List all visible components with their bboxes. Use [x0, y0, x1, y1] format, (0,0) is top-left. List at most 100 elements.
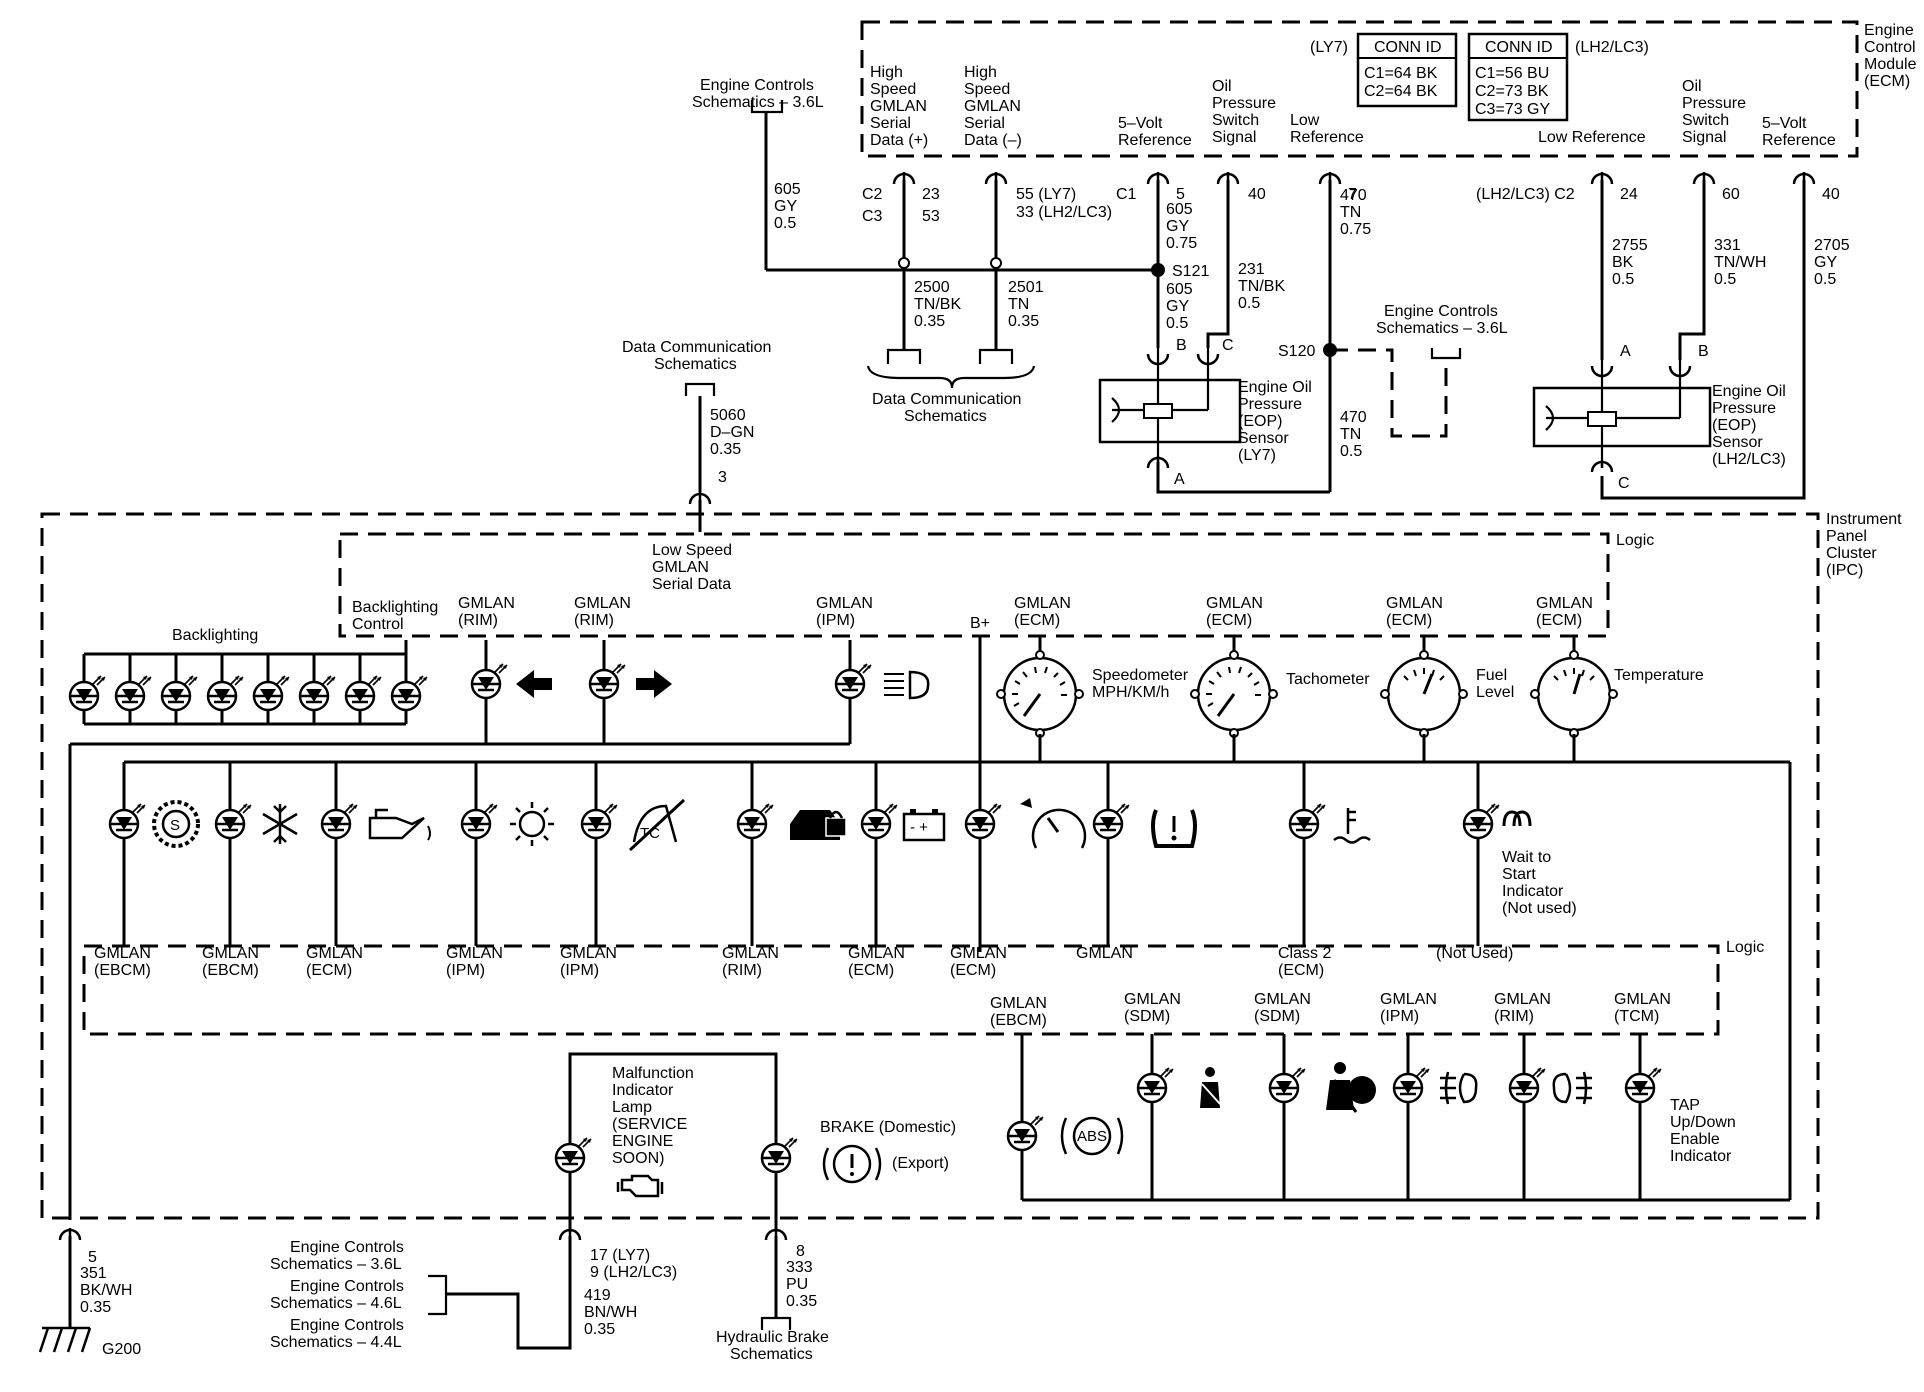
- ecm-title-4: (ECM): [1864, 73, 1910, 90]
- logic-label-1: Logic: [1616, 532, 1654, 549]
- fuel-label-2: Level: [1476, 684, 1514, 701]
- eop-lh2-label-2: Pressure: [1712, 400, 1776, 417]
- wire-2500-1: 2500: [914, 279, 950, 296]
- oil-sig-l-4: Signal: [1212, 129, 1256, 146]
- seatbelt-icon: [1200, 1067, 1221, 1108]
- row3-labels: GMLAN (EBCM) GMLAN (SDM) GMLAN (SDM) GML…: [990, 991, 1671, 1029]
- bl-control-1: Backlighting: [352, 599, 438, 616]
- row2-10a: (Not Used): [1436, 945, 1513, 962]
- wait-start-4: (Not used): [1502, 900, 1577, 917]
- wire-605-top-2: GY: [774, 198, 797, 215]
- row2-labels: GMLAN (EBCM) GMLAN (EBCM) GMLAN (ECM) GM…: [94, 945, 1513, 979]
- middle-indicators: S TC - + Wait to Start Indicator (Not: [108, 762, 1577, 946]
- wire-605-low-3: 0.5: [1166, 315, 1188, 332]
- ecm-title-2: Control: [1864, 39, 1916, 56]
- mil-label-5: ENGINE: [612, 1133, 673, 1150]
- wait-start-1: Wait to: [1502, 849, 1551, 866]
- row3-1b: (SDM): [1124, 1008, 1170, 1025]
- low-speed-1: Low Speed: [652, 542, 732, 559]
- hs-plus-3: GMLAN: [870, 98, 927, 115]
- pin-60: 60: [1722, 186, 1740, 203]
- gmlan-ipm-1: GMLAN: [816, 595, 873, 612]
- eop-lh2-label-5: (LH2/LC3): [1712, 451, 1786, 468]
- wire-2755-2: BK: [1612, 254, 1634, 271]
- tap-label-2: Up/Down: [1670, 1114, 1736, 1131]
- wire-470a-3: 0.75: [1340, 221, 1371, 238]
- oil-sig-l-3: Switch: [1212, 112, 1259, 129]
- wait-start-3: Indicator: [1502, 883, 1564, 900]
- gmlan-ecm4-1: GMLAN: [1536, 595, 1593, 612]
- ipc-pin-8: 8: [796, 1243, 805, 1260]
- logic-label-2: Logic: [1726, 939, 1764, 956]
- gmlan-rim2-1: GMLAN: [574, 595, 631, 612]
- ref-eng36-top-2: Schematics – 3.6L: [692, 94, 824, 111]
- abs-text: ABS: [1077, 1128, 1107, 1145]
- pin-33: 33 (LH2/LC3): [1016, 204, 1112, 221]
- pin-23: 23: [922, 186, 940, 203]
- tachometer-gauge: Tachometer: [1189, 636, 1370, 762]
- wire-2501-2: TN: [1008, 296, 1029, 313]
- ref-eng46-bot-1: Engine Controls: [290, 1278, 404, 1295]
- row2-7b: (ECM): [950, 962, 996, 979]
- ipc-title-1: Instrument: [1826, 511, 1902, 528]
- left-turn-icon: [516, 670, 552, 698]
- hs-minus-1: High: [964, 64, 997, 81]
- mil-label-4: (SERVICE: [612, 1116, 687, 1133]
- gmlan-ecm2-2: (ECM): [1206, 612, 1252, 629]
- fivev-ref-l-2: Reference: [1118, 132, 1192, 149]
- bottom-wiring: 5 351 BK/WH 0.35 G200 17 (LY7) 9 (LH2/LC…: [38, 1226, 829, 1363]
- security-car-icon: [790, 810, 847, 840]
- row3-2a: GMLAN: [1254, 991, 1311, 1008]
- ref-eng36-mid-2: Schematics – 3.6L: [1376, 320, 1508, 337]
- wire-331-2: TN/WH: [1714, 254, 1766, 271]
- hs-plus-2: Speed: [870, 81, 916, 98]
- ipc-pin-3: 3: [718, 469, 727, 486]
- row3-3b: (IPM): [1380, 1008, 1419, 1025]
- eop-ly7-label-2: Pressure: [1238, 396, 1302, 413]
- row2-2b: (ECM): [306, 962, 352, 979]
- wire-605-low-1: 605: [1166, 281, 1193, 298]
- eop-lh2-pin-b: B: [1698, 343, 1709, 360]
- pin-c1: C1: [1116, 186, 1137, 203]
- traction-off-icon: TC: [628, 798, 686, 852]
- splice-s120: S120: [1278, 343, 1315, 360]
- ref-datacomm-bottom-1: Data Communication: [872, 391, 1021, 408]
- pin-7: 7: [1348, 186, 1357, 203]
- b-plus: B+: [970, 615, 990, 632]
- gmlan-ecm4-2: (ECM): [1536, 612, 1582, 629]
- wire-5060-1: 5060: [710, 407, 746, 424]
- eop-sensor-ly7: B C A Engine Oil Pressure (EOP) Sensor (…: [1098, 337, 1312, 488]
- ref-eng36-bot-2: Schematics – 3.6L: [270, 1256, 402, 1273]
- wire-605-low-2: GY: [1166, 298, 1189, 315]
- row2-8a: GMLAN: [1076, 945, 1133, 962]
- pin-53: 53: [922, 208, 940, 225]
- wire-419-1: 419: [584, 1287, 611, 1304]
- low-ref-r: Low Reference: [1538, 129, 1646, 146]
- ipc-pin-5: 5: [88, 1249, 97, 1266]
- glow-plug-icon: [1502, 810, 1532, 827]
- gmlan-ecm3-1: GMLAN: [1386, 595, 1443, 612]
- low-speed-gmlan: Data Communication Schematics 5060 D–GN …: [622, 339, 771, 593]
- fuel-gauge: Fuel Level: [1380, 636, 1514, 762]
- oil-sig-l-1: Oil: [1212, 78, 1232, 95]
- tap-label-4: Indicator: [1670, 1148, 1732, 1165]
- fivev-ref-r-2: Reference: [1762, 132, 1836, 149]
- pin-c3: C3: [862, 208, 883, 225]
- headlamp-icon: [884, 670, 930, 700]
- top-wiring: Engine Controls Schematics – 3.6L 605 GY…: [692, 77, 1850, 500]
- conn-lh2-tag: (LH2/LC3): [1575, 39, 1649, 56]
- wire-470a-1: 470: [1340, 187, 1367, 204]
- wire-351-1: 351: [80, 1265, 107, 1282]
- bl-control-2: Control: [352, 616, 404, 633]
- row3-2b: (SDM): [1254, 1008, 1300, 1025]
- ecm-title-1: Engine: [1864, 22, 1914, 39]
- eop-lh2-label-1: Engine Oil: [1712, 383, 1786, 400]
- low-ref-l-1: Low: [1290, 112, 1320, 129]
- pin-labels: C2 C3 23 53 55 (LY7) 33 (LH2/LC3) C1 5 4…: [862, 186, 1840, 225]
- temperature-label: Temperature: [1614, 667, 1704, 684]
- wire-605-mid-3: 0.75: [1166, 235, 1197, 252]
- backlighting-leds: [68, 654, 429, 726]
- right-turn-icon: [636, 670, 672, 698]
- tachometer-label: Tachometer: [1286, 671, 1370, 688]
